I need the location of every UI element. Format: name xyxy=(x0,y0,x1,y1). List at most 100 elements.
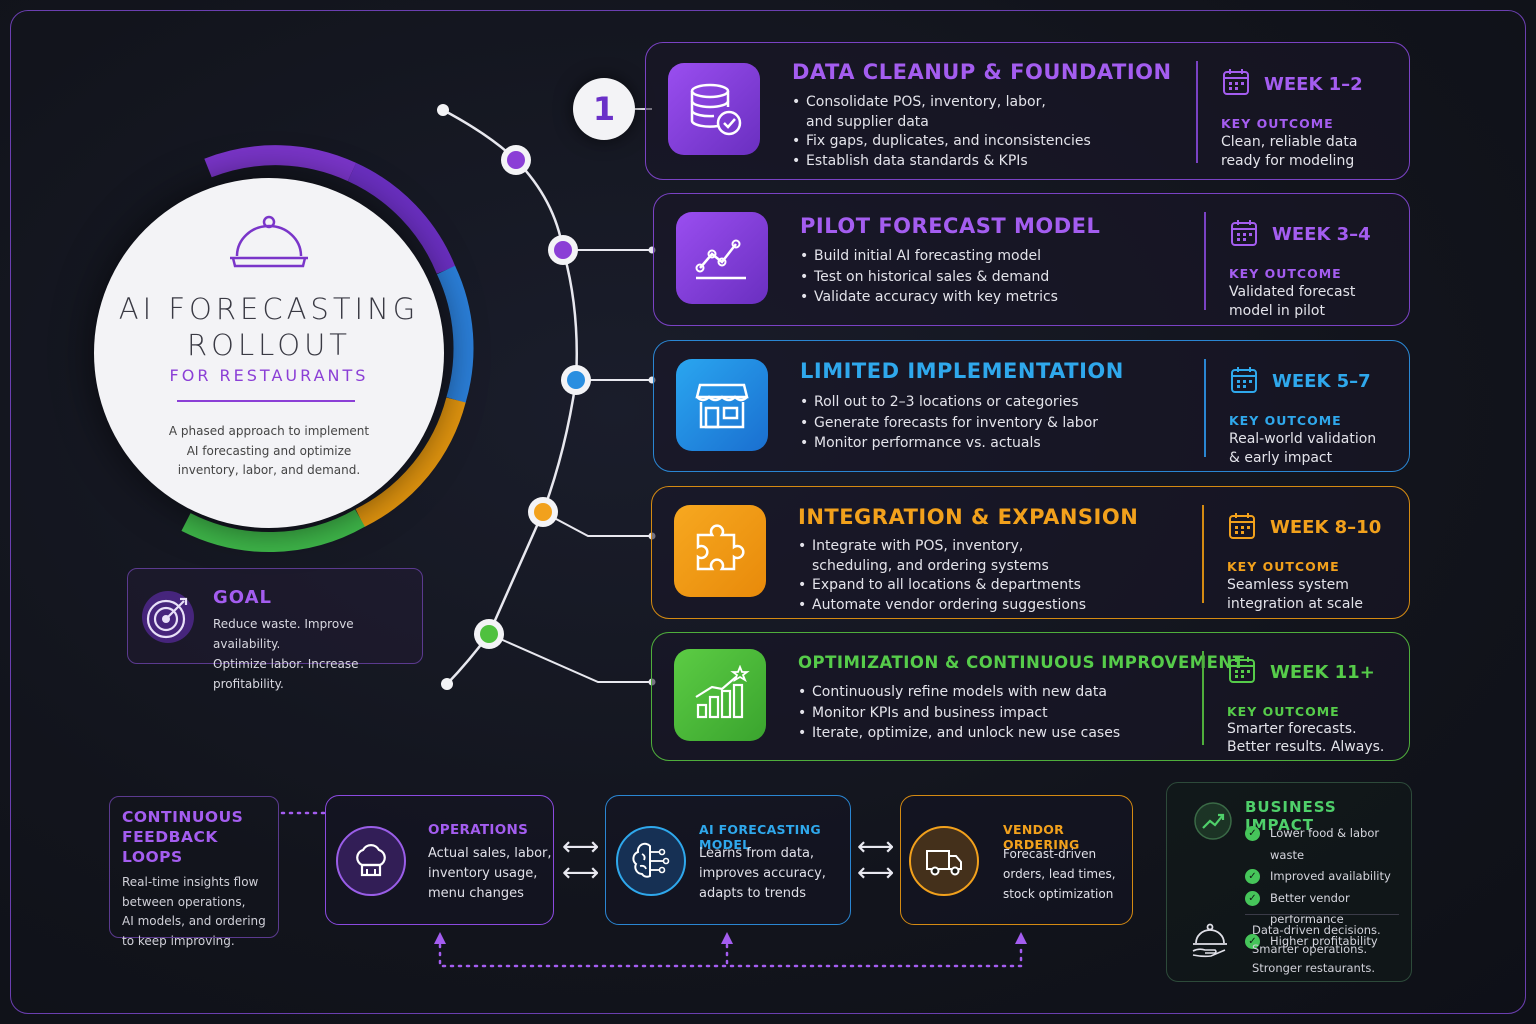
phase-3-outcome: Real-world validation& early impact xyxy=(1229,431,1377,466)
key-outcome-label: KEY OUTCOME xyxy=(1227,559,1340,574)
hero-description: A phased approach to implement AI foreca… xyxy=(168,424,370,477)
timeline-node-4 xyxy=(528,497,558,527)
cloche-icon xyxy=(230,215,308,268)
calendar-icon xyxy=(1229,657,1255,683)
operations-title: OPERATIONS xyxy=(428,822,529,838)
phase-2-bullet: Test on historical sales & demand xyxy=(800,267,1058,288)
phase-1-bullet: Fix gaps, duplicates, and inconsistencie… xyxy=(792,132,1091,152)
phase-card-2: PILOT FORECAST MODEL Build initial AI fo… xyxy=(653,193,1410,326)
goal-text: Reduce waste. Improve availability. Opti… xyxy=(213,614,422,694)
phase-5-bullets: Continuously refine models with new data… xyxy=(798,682,1120,744)
line-chart-icon xyxy=(676,212,768,304)
impact-item: ✓Higher profitability xyxy=(1245,931,1411,953)
phase-2-bullet: Validate accuracy with key metrics xyxy=(800,287,1058,308)
business-impact-footer: Data-driven decisions.Smarter operations… xyxy=(1252,923,1381,975)
phase-1-bullet: Consolidate POS, inventory, labor,and su… xyxy=(792,93,1091,132)
phase-3-bullet: Generate forecasts for inventory & labor xyxy=(800,413,1098,434)
business-impact-title: BUSINESS IMPACT xyxy=(1245,798,1337,834)
business-impact-card: BUSINESS IMPACT ✓Lower food & labor wast… xyxy=(1166,782,1412,982)
bidirectional-arrows-2: ⟷⟷ xyxy=(857,832,895,888)
hero-title-line1: AI FORECASTING xyxy=(118,292,420,326)
outer-frame xyxy=(10,10,1526,1014)
ai-model-text: Learns from data,improves accuracy,adapt… xyxy=(699,846,826,901)
phase-1-week: WEEK 1–2 xyxy=(1264,74,1363,95)
phase-card-3: LIMITED IMPLEMENTATION Roll out to 2–3 l… xyxy=(653,340,1410,472)
phase-3-bullet: Roll out to 2–3 locations or categories xyxy=(800,392,1098,413)
phase-1-title: DATA CLEANUP & FOUNDATION xyxy=(792,60,1172,84)
storefront-icon xyxy=(676,359,768,451)
phase-card-4: INTEGRATION & EXPANSION Integrate with P… xyxy=(651,486,1410,619)
phase-4-week: WEEK 8–10 xyxy=(1270,517,1382,538)
hero-title: AI FORECASTING ROLLOUT xyxy=(94,291,444,363)
phase-divider xyxy=(1202,651,1204,745)
phase-4-bullet: Expand to all locations & departments xyxy=(798,576,1086,596)
bidirectional-arrows-1: ⟷⟷ xyxy=(562,832,600,888)
step-badge: 1 xyxy=(573,78,635,140)
ai-model-title: AI FORECASTING MODEL xyxy=(699,822,821,852)
timeline-node-3 xyxy=(561,365,591,395)
goal-line-2: Optimize labor. Increase profitability. xyxy=(213,657,359,691)
phase-3-bullet: Monitor performance vs. actuals xyxy=(800,433,1098,454)
phase-4-bullet: Integrate with POS, inventory,scheduling… xyxy=(798,537,1086,576)
phase-2-bullets: Build initial AI forecasting model Test … xyxy=(800,246,1058,308)
ai-model-card: AI FORECASTING MODEL Learns from data,im… xyxy=(605,795,851,925)
phase-1-bullet: Establish data standards & KPIs xyxy=(792,152,1091,172)
cloche-hand-icon xyxy=(1192,923,1227,958)
phase-card-5: OPTIMIZATION & CONTINUOUS IMPROVEMENT Co… xyxy=(651,632,1410,761)
calendar-icon xyxy=(1229,513,1255,539)
phase-2-title: PILOT FORECAST MODEL xyxy=(800,214,1101,238)
chef-hat-icon xyxy=(336,826,406,896)
timeline-node-5 xyxy=(474,619,504,649)
operations-card: OPERATIONS Actual sales, labor,inventory… xyxy=(325,795,554,925)
phase-1-bullets: Consolidate POS, inventory, labor,and su… xyxy=(792,93,1091,171)
timeline-node-2 xyxy=(548,235,578,265)
phase-3-bullets: Roll out to 2–3 locations or categories … xyxy=(800,392,1098,454)
key-outcome-label: KEY OUTCOME xyxy=(1229,413,1342,428)
database-check-icon xyxy=(668,63,760,155)
phase-5-title: OPTIMIZATION & CONTINUOUS IMPROVEMENT xyxy=(798,653,1245,672)
calendar-icon xyxy=(1231,220,1257,246)
brain-circuit-icon xyxy=(616,826,686,896)
goal-line-1: Reduce waste. Improve availability. xyxy=(213,617,354,651)
phase-3-week: WEEK 5–7 xyxy=(1272,371,1371,392)
calendar-icon xyxy=(1231,367,1257,393)
check-icon: ✓ xyxy=(1245,933,1260,949)
phase-2-week: WEEK 3–4 xyxy=(1272,224,1371,245)
puzzle-icon xyxy=(674,505,766,597)
operations-text: Actual sales, labor,inventory usage,menu… xyxy=(428,846,552,901)
check-icon: ✓ xyxy=(1245,826,1260,841)
key-outcome-label: KEY OUTCOME xyxy=(1221,116,1334,131)
phase-4-bullet: Automate vendor ordering suggestions xyxy=(798,596,1086,616)
hero-subtitle: FOR RESTAURANTS xyxy=(169,366,369,385)
phase-divider xyxy=(1204,212,1206,310)
impact-item: ✓Improved availability xyxy=(1245,866,1411,888)
phase-4-bullets: Integrate with POS, inventory,scheduling… xyxy=(798,537,1086,615)
phase-4-title: INTEGRATION & EXPANSION xyxy=(798,505,1139,529)
phase-5-bullet: Iterate, optimize, and unlock new use ca… xyxy=(798,723,1120,744)
hero-title-line2: ROLLOUT xyxy=(186,328,352,362)
key-outcome-label: KEY OUTCOME xyxy=(1227,704,1340,719)
phase-5-bullet: Monitor KPIs and business impact xyxy=(798,703,1120,724)
phase-5-outcome: Smarter forecasts.Better results. Always… xyxy=(1227,721,1385,755)
goal-title: GOAL xyxy=(213,587,272,608)
hero-divider xyxy=(177,400,355,402)
phase-5-week: WEEK 11+ xyxy=(1270,662,1375,683)
hero-circle: AI FORECASTING ROLLOUT FOR RESTAURANTS A… xyxy=(94,178,444,528)
check-icon: ✓ xyxy=(1245,869,1260,884)
growth-bars-icon xyxy=(674,649,766,741)
calendar-icon xyxy=(1223,69,1249,95)
phase-divider xyxy=(1204,359,1206,457)
impact-item: ✓Lower food & labor waste xyxy=(1245,823,1411,866)
goal-card: GOAL Reduce waste. Improve availability.… xyxy=(127,568,423,691)
phase-card-1: DATA CLEANUP & FOUNDATION Consolidate PO… xyxy=(645,42,1410,180)
phase-5-bullet: Continuously refine models with new data xyxy=(798,682,1120,703)
phase-divider xyxy=(1196,61,1198,163)
phase-3-title: LIMITED IMPLEMENTATION xyxy=(800,359,1124,383)
